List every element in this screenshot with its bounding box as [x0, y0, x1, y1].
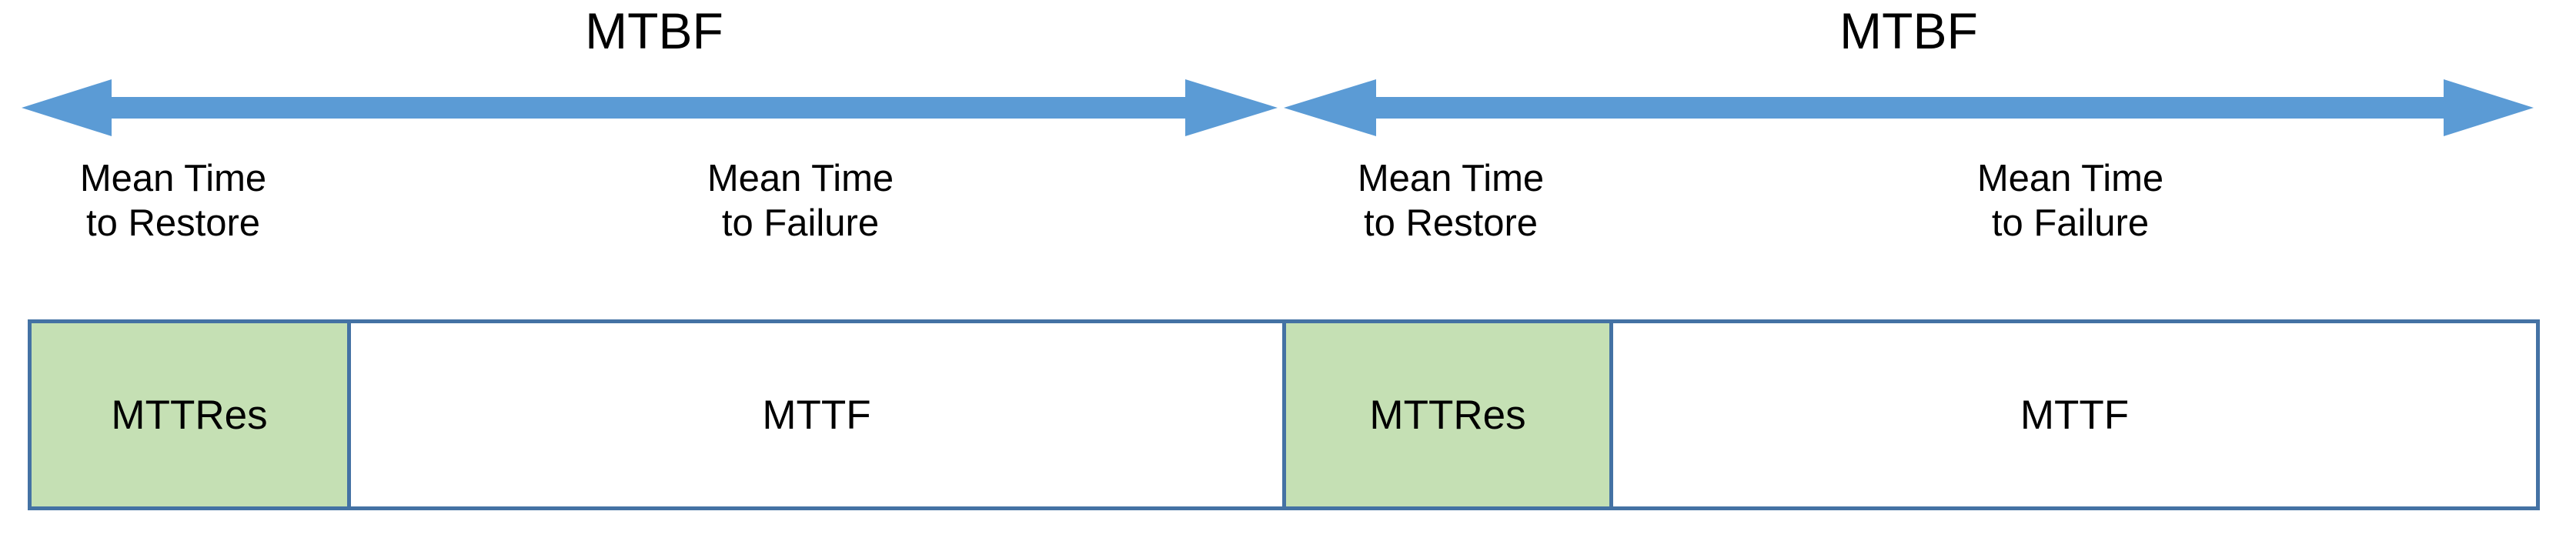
caption-mean-time-to-restore-2: Mean Time to Restore [1258, 156, 1643, 246]
caption-line-2: to Failure [721, 202, 880, 244]
caption-mean-time-to-failure-2: Mean Time to Failure [1878, 156, 2263, 246]
mtbf-arrow-right-icon [1284, 79, 2534, 136]
segment-mttres-1: MTTRes [32, 323, 347, 506]
caption-line-1: Mean Time [1976, 158, 2164, 199]
segment-mttf-2: MTTF [1609, 323, 2536, 506]
mtbf-arrow-left-icon [22, 79, 1278, 136]
caption-line-1: Mean Time [707, 158, 894, 199]
mtbf-label-right: MTBF [1839, 2, 1978, 59]
mtbf-arrow-band [0, 73, 2576, 142]
caption-line-2: to Restore [85, 202, 261, 244]
caption-line-2: to Restore [1363, 202, 1539, 244]
caption-mean-time-to-restore-1: Mean Time to Restore [0, 156, 366, 246]
caption-line-1: Mean Time [79, 158, 267, 199]
caption-line-1: Mean Time [1357, 158, 1545, 199]
mtbf-label-left: MTBF [585, 2, 723, 59]
caption-mean-time-to-failure-1: Mean Time to Failure [608, 156, 993, 246]
segment-mttf-1: MTTF [347, 323, 1282, 506]
caption-line-2: to Failure [1991, 202, 2150, 244]
segment-mttres-2: MTTRes [1282, 323, 1609, 506]
timeline-segment-row: MTTRes MTTF MTTRes MTTF [28, 319, 2540, 510]
